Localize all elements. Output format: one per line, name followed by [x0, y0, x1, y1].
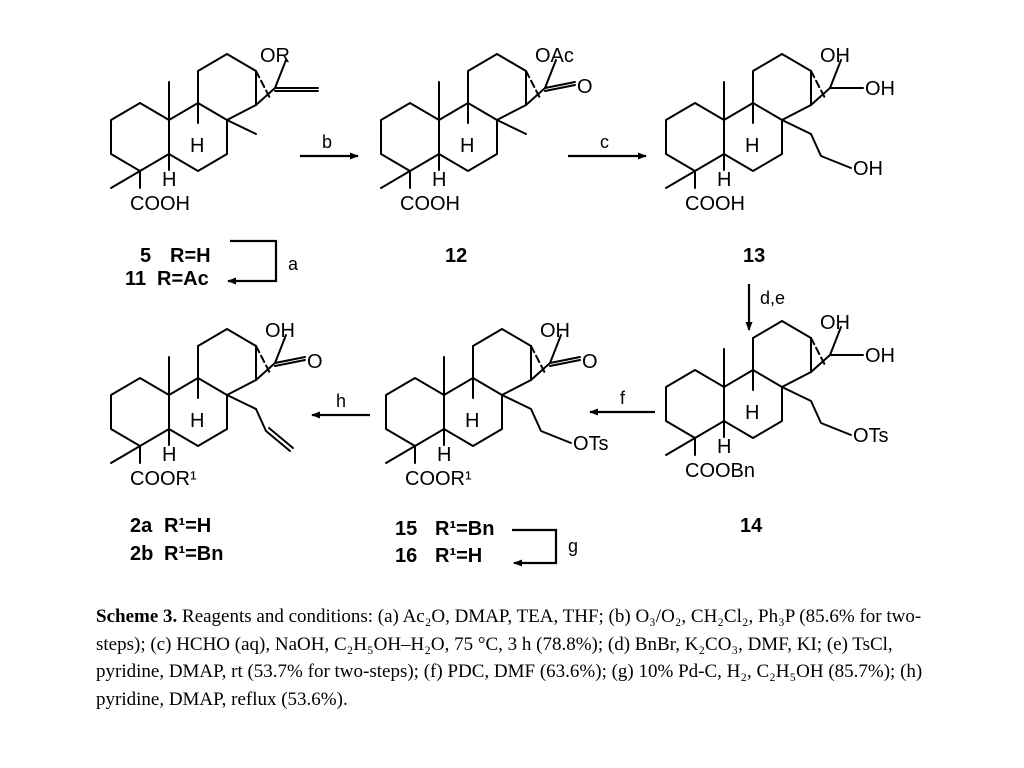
compound-label: 2a: [130, 515, 153, 537]
arrow-g: g: [512, 528, 578, 567]
h-label: H: [460, 135, 474, 157]
compound-formula: R¹=Bn: [435, 518, 494, 540]
condition-label: d,e: [760, 288, 785, 308]
reaction-scheme: H H COOH OR 5 R=H 11 R=Ac H H COOH OAc O…: [110, 45, 895, 567]
substituent-top: OH: [265, 320, 295, 342]
compound-label: 13: [743, 245, 765, 267]
compound-label: 15: [395, 518, 417, 540]
h-label: H: [717, 436, 731, 458]
arrow-f: f: [589, 388, 655, 416]
condition-label: b: [322, 132, 332, 152]
compound-15-16: H H COOR¹ OH O OTs 15 R¹=Bn 16 R¹=H: [385, 320, 609, 567]
h-label: H: [432, 169, 446, 191]
compound-14: H H COOBn OH OH OTs 14: [665, 312, 895, 537]
substituent-top: OH: [820, 45, 850, 67]
h-label: H: [745, 135, 759, 157]
arrow-b: b: [300, 132, 359, 160]
arrow-de: d,e: [745, 284, 785, 331]
h-label: H: [437, 444, 451, 466]
substituent-side: OH: [853, 158, 883, 180]
h-label: H: [190, 410, 204, 432]
caption-text: Reagents and conditions: (a) Ac₂O, DMAP,…: [96, 606, 923, 710]
acid-group: COOH: [685, 193, 745, 215]
compound-formula: R¹=H: [164, 515, 211, 537]
ketone-oxygen: O: [577, 76, 593, 98]
ketone-oxygen: O: [582, 351, 598, 373]
caption-title: Scheme 3.: [96, 606, 178, 627]
compound-label: 2b: [130, 543, 153, 565]
condition-label: f: [620, 388, 626, 408]
condition-label: h: [336, 391, 346, 411]
ketone-oxygen: O: [307, 351, 323, 373]
compound-12: H H COOH OAc O 12: [380, 45, 593, 267]
compound-formula: R¹=H: [435, 545, 482, 567]
h-label: H: [162, 444, 176, 466]
substituent-side: OTs: [573, 433, 609, 455]
compound-13: H H COOH OH OH OH 13: [665, 45, 895, 267]
substituent-top: OH: [540, 320, 570, 342]
compound-formula: R=H: [170, 245, 211, 267]
condition-label: c: [600, 132, 609, 152]
substituent-right: OH: [865, 78, 895, 100]
compound-formula: R¹=Bn: [164, 543, 223, 565]
compound-label: 16: [395, 545, 417, 567]
condition-label: g: [568, 536, 578, 556]
acid-group: COOR¹: [130, 468, 197, 490]
substituent-top: OR: [260, 45, 290, 67]
arrow-h: h: [311, 391, 370, 419]
h-label: H: [162, 169, 176, 191]
substituent-right: OH: [865, 345, 895, 367]
compound-label: 14: [740, 515, 763, 537]
substituent-top: OAc: [535, 45, 574, 67]
acid-group: COOR¹: [405, 468, 472, 490]
compound-label: 5: [140, 245, 151, 267]
acid-group: COOBn: [685, 460, 755, 482]
substituent-side: OTs: [853, 425, 889, 447]
compound-label: 11: [125, 268, 146, 290]
h-label: H: [717, 169, 731, 191]
arrow-a: a: [227, 239, 299, 285]
scheme-caption: Scheme 3. Reagents and conditions: (a) A…: [96, 603, 926, 713]
compound-2a-2b: H H COOR¹ OH O 2a R¹=H 2b R¹=Bn: [110, 320, 323, 565]
acid-group: COOH: [400, 193, 460, 215]
compound-formula: R=Ac: [157, 268, 209, 290]
compound-5-11: H H COOH OR 5 R=H 11 R=Ac: [110, 45, 319, 290]
condition-label: a: [288, 254, 299, 274]
compound-label: 12: [445, 245, 467, 267]
arrow-c: c: [568, 132, 647, 160]
h-label: H: [190, 135, 204, 157]
substituent-top: OH: [820, 312, 850, 334]
h-label: H: [465, 410, 479, 432]
h-label: H: [745, 402, 759, 424]
acid-group: COOH: [130, 193, 190, 215]
